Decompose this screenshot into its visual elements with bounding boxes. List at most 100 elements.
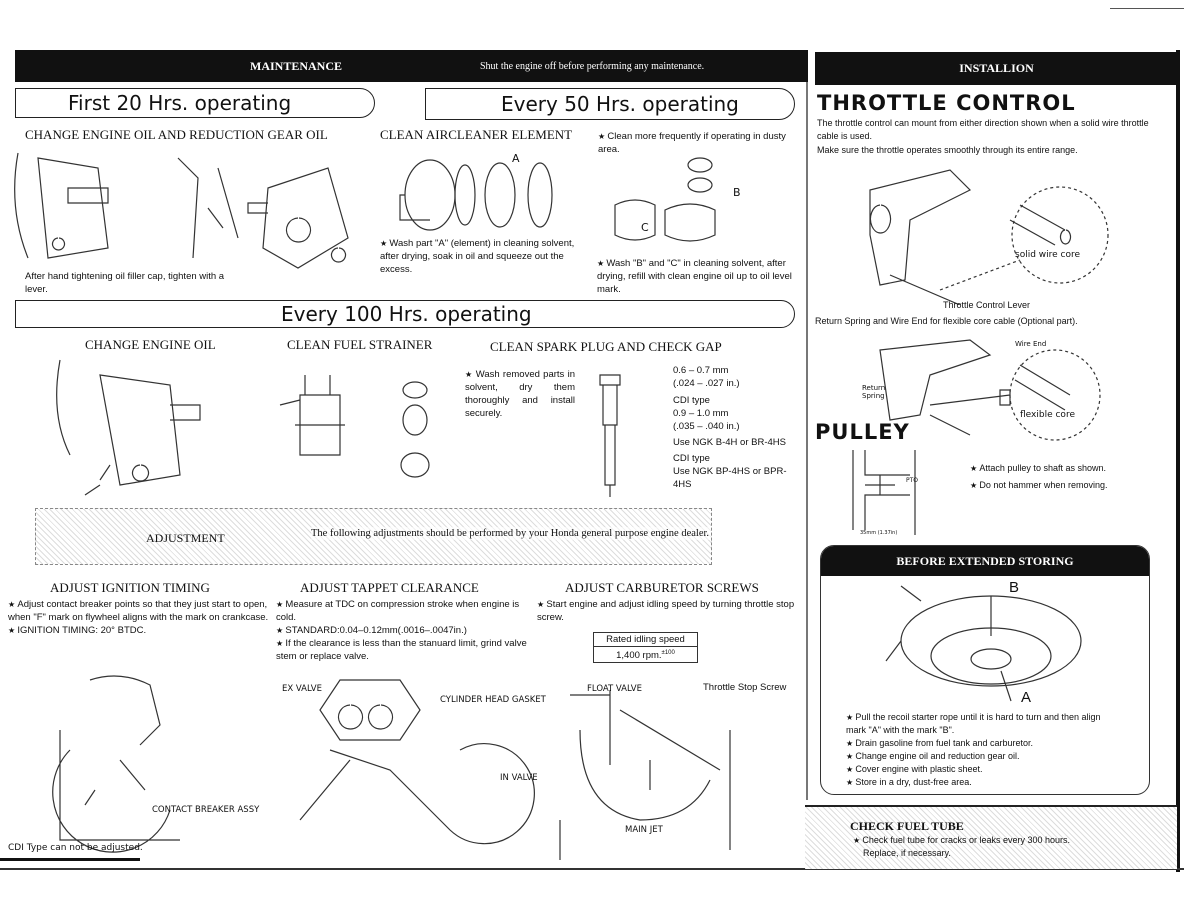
cdi-type: CDI type xyxy=(673,395,710,406)
fuel-tube-bullet: Check fuel tube for cracks or leaks ever… xyxy=(853,834,1070,847)
ngk-plug: Use NGK B-4H or BR-4HS xyxy=(673,437,786,448)
plug-specs: 0.6 – 0.7 mm (.024 – .027 in.) CDI type … xyxy=(673,364,803,491)
fuel-tube-bullets: Check fuel tube for cracks or leaks ever… xyxy=(853,834,1070,859)
maintenance-warning: Shut the engine off before performing an… xyxy=(480,60,705,72)
label-a: A xyxy=(512,152,520,165)
every50-heading: CLEAN AIRCLEANER ELEMENT xyxy=(380,127,573,142)
cylinder-head-gasket-label: CYLINDER HEAD GASKET xyxy=(440,695,546,705)
wash-bc-note: Wash "B" and "C" in cleaning solvent, af… xyxy=(597,257,792,296)
rated-idling-tolerance: ±100 xyxy=(661,650,675,656)
fuel-tube-title: CHECK FUEL TUBE xyxy=(850,819,964,833)
oil-heading: CHANGE ENGINE OIL xyxy=(85,337,216,352)
wash-a-note: Wash part "A" (element) in cleaning solv… xyxy=(380,237,575,276)
first20-heading: CHANGE ENGINE OIL AND REDUCTION GEAR OIL xyxy=(25,127,328,142)
throttle-stop-screw-label: Throttle Stop Screw xyxy=(703,682,787,693)
throttle-lever-caption: Throttle Control Lever xyxy=(943,300,1031,310)
engine-oil-illustration xyxy=(14,152,349,269)
rated-idling-box: Rated idling speed 1,400 rpm.±100 xyxy=(593,632,698,664)
pulley-bullet: Do not hammer when removing. xyxy=(970,477,1107,494)
tappet-bullets: Measure at TDC on compression stroke whe… xyxy=(276,598,538,663)
cdi-gap-mm: 0.9 – 1.0 mm xyxy=(673,408,729,419)
storing-bullet: Store in a dry, dust-free area. xyxy=(846,776,1116,789)
tappet-heading: ADJUST TAPPET CLEARANCE xyxy=(300,580,479,595)
throttle-lever-illustration xyxy=(869,169,1109,305)
rated-idling-label: Rated idling speed xyxy=(594,633,697,647)
ignition-bullet: IGNITION TIMING: 20° BTDC. xyxy=(8,624,270,637)
storing-bullet: Change engine oil and reduction gear oil… xyxy=(846,750,1116,763)
tappet-bullet: Measure at TDC on compression stroke whe… xyxy=(276,598,538,624)
maintenance-header: MAINTENANCE Shut the engine off before p… xyxy=(15,50,808,82)
every-100-title: Every 100 Hrs. operating xyxy=(281,302,532,326)
first20-note: After hand tightening oil filler cap, ti… xyxy=(25,271,225,295)
ignition-bullets: Adjust contact breaker points so that th… xyxy=(8,598,270,637)
aircleaner-illustration xyxy=(399,157,716,242)
ngk-plug-cdi: Use NGK BP-4HS or BPR-4HS xyxy=(673,466,787,490)
storing-box: BEFORE EXTENDED STORING B A Pull the rec… xyxy=(820,545,1150,795)
flexible-core-label: flexible core xyxy=(1020,410,1075,420)
dusty-note: Clean more frequently if operating in du… xyxy=(598,130,793,156)
fuel-tube-bullet: Replace, if necessary. xyxy=(863,848,951,858)
first-20-hrs-box: First 20 Hrs. operating xyxy=(15,88,375,118)
pto-label: PTO xyxy=(906,477,919,484)
every-50-hrs-box: Every 50 Hrs. operating xyxy=(425,88,795,120)
cdi-underline xyxy=(0,858,140,861)
return-spring-label: Return Spring xyxy=(862,384,886,400)
every-100-hrs-box: Every 100 Hrs. operating xyxy=(15,300,795,328)
in-valve-label: IN VALVE xyxy=(500,773,538,783)
pulley-illustration xyxy=(852,450,916,535)
pulley-bullets: Attach pulley to shaft as shown. Do not … xyxy=(970,460,1107,494)
storing-bullet: Drain gasoline from fuel tank and carbur… xyxy=(846,737,1116,750)
plug-heading: CLEAN SPARK PLUG AND CHECK GAP xyxy=(490,339,722,354)
ignition-bullet: Adjust contact breaker points so that th… xyxy=(8,598,270,624)
bottom-rule xyxy=(0,868,1184,870)
storing-header: BEFORE EXTENDED STORING xyxy=(821,546,1149,576)
return-spring-caption: Return Spring and Wire End for flexible … xyxy=(815,316,1078,326)
recoil-starter-illustration xyxy=(885,585,1082,702)
cdi-gap-in: (.035 – .040 in.) xyxy=(673,421,740,432)
mark-a: A xyxy=(1021,689,1032,706)
installion-header: INSTALLION xyxy=(815,52,1178,85)
storing-bullet: Pull the recoil starter rope until it is… xyxy=(846,711,1116,737)
wire-end-label: Wire End xyxy=(1015,340,1047,348)
throttle-control-title: THROTTLE CONTROL xyxy=(817,91,1076,115)
storing-bullet: Cover engine with plastic sheet. xyxy=(846,763,1116,776)
column-divider xyxy=(806,50,808,800)
tappet-bullet: STANDARD:0.04–0.12mm(.0016–.0047in.) xyxy=(276,624,538,637)
carb-bullets: Start engine and adjust idling speed by … xyxy=(537,598,799,624)
pulley-title: PULLEY xyxy=(815,420,910,444)
first-20-title: First 20 Hrs. operating xyxy=(68,91,292,115)
main-jet-label: MAIN JET xyxy=(625,825,663,835)
cdi-note: CDI Type can not be adjusted. xyxy=(8,843,143,853)
return-spring-illustration xyxy=(879,339,1101,441)
throttle-text-2: Make sure the throttle operates smoothly… xyxy=(817,145,1078,155)
contact-breaker-label: CONTACT BREAKER ASSY xyxy=(152,805,260,815)
pulley-dimension: 35mm (1.37in) xyxy=(860,530,898,536)
every100-illustrations xyxy=(56,359,621,497)
gap-in: (.024 – .027 in.) xyxy=(673,378,740,389)
ignition-heading: ADJUST IGNITION TIMING xyxy=(50,580,210,595)
cdi-type-2: CDI type xyxy=(673,453,710,464)
gap-mm: 0.6 – 0.7 mm xyxy=(673,365,729,376)
adjustment-illustrations xyxy=(52,675,731,860)
solid-wire-core-label: solid wire core xyxy=(1015,250,1081,260)
carb-heading: ADJUST CARBURETOR SCREWS xyxy=(565,580,759,595)
strainer-heading: CLEAN FUEL STRAINER xyxy=(287,337,433,352)
storing-title: BEFORE EXTENDED STORING xyxy=(896,553,1074,568)
label-b: B xyxy=(733,186,741,199)
float-valve-label: FLOAT VALVE xyxy=(587,684,642,694)
pulley-bullet: Attach pulley to shaft as shown. xyxy=(970,460,1107,477)
installion-title: INSTALLION xyxy=(959,61,1034,75)
label-c: C xyxy=(641,221,649,234)
adjustment-box: ADJUSTMENT The following adjustments sho… xyxy=(35,508,712,565)
maintenance-title: MAINTENANCE xyxy=(250,58,343,73)
scan-edge-line xyxy=(1110,8,1184,9)
mark-b: B xyxy=(1009,579,1020,596)
storing-bullets: Pull the recoil starter rope until it is… xyxy=(846,711,1116,789)
rated-idling-value: 1,400 rpm. xyxy=(616,650,662,662)
tappet-bullet: If the clearance is less than the stanua… xyxy=(276,637,538,663)
carb-bullet: Start engine and adjust idling speed by … xyxy=(537,598,799,624)
adjustment-note: The following adjustments should be perf… xyxy=(311,527,711,540)
wash-removed-note: Wash removed parts in solvent, dry them … xyxy=(465,368,575,420)
ex-valve-label: EX VALVE xyxy=(282,684,322,694)
every-50-title: Every 50 Hrs. operating xyxy=(501,92,739,116)
